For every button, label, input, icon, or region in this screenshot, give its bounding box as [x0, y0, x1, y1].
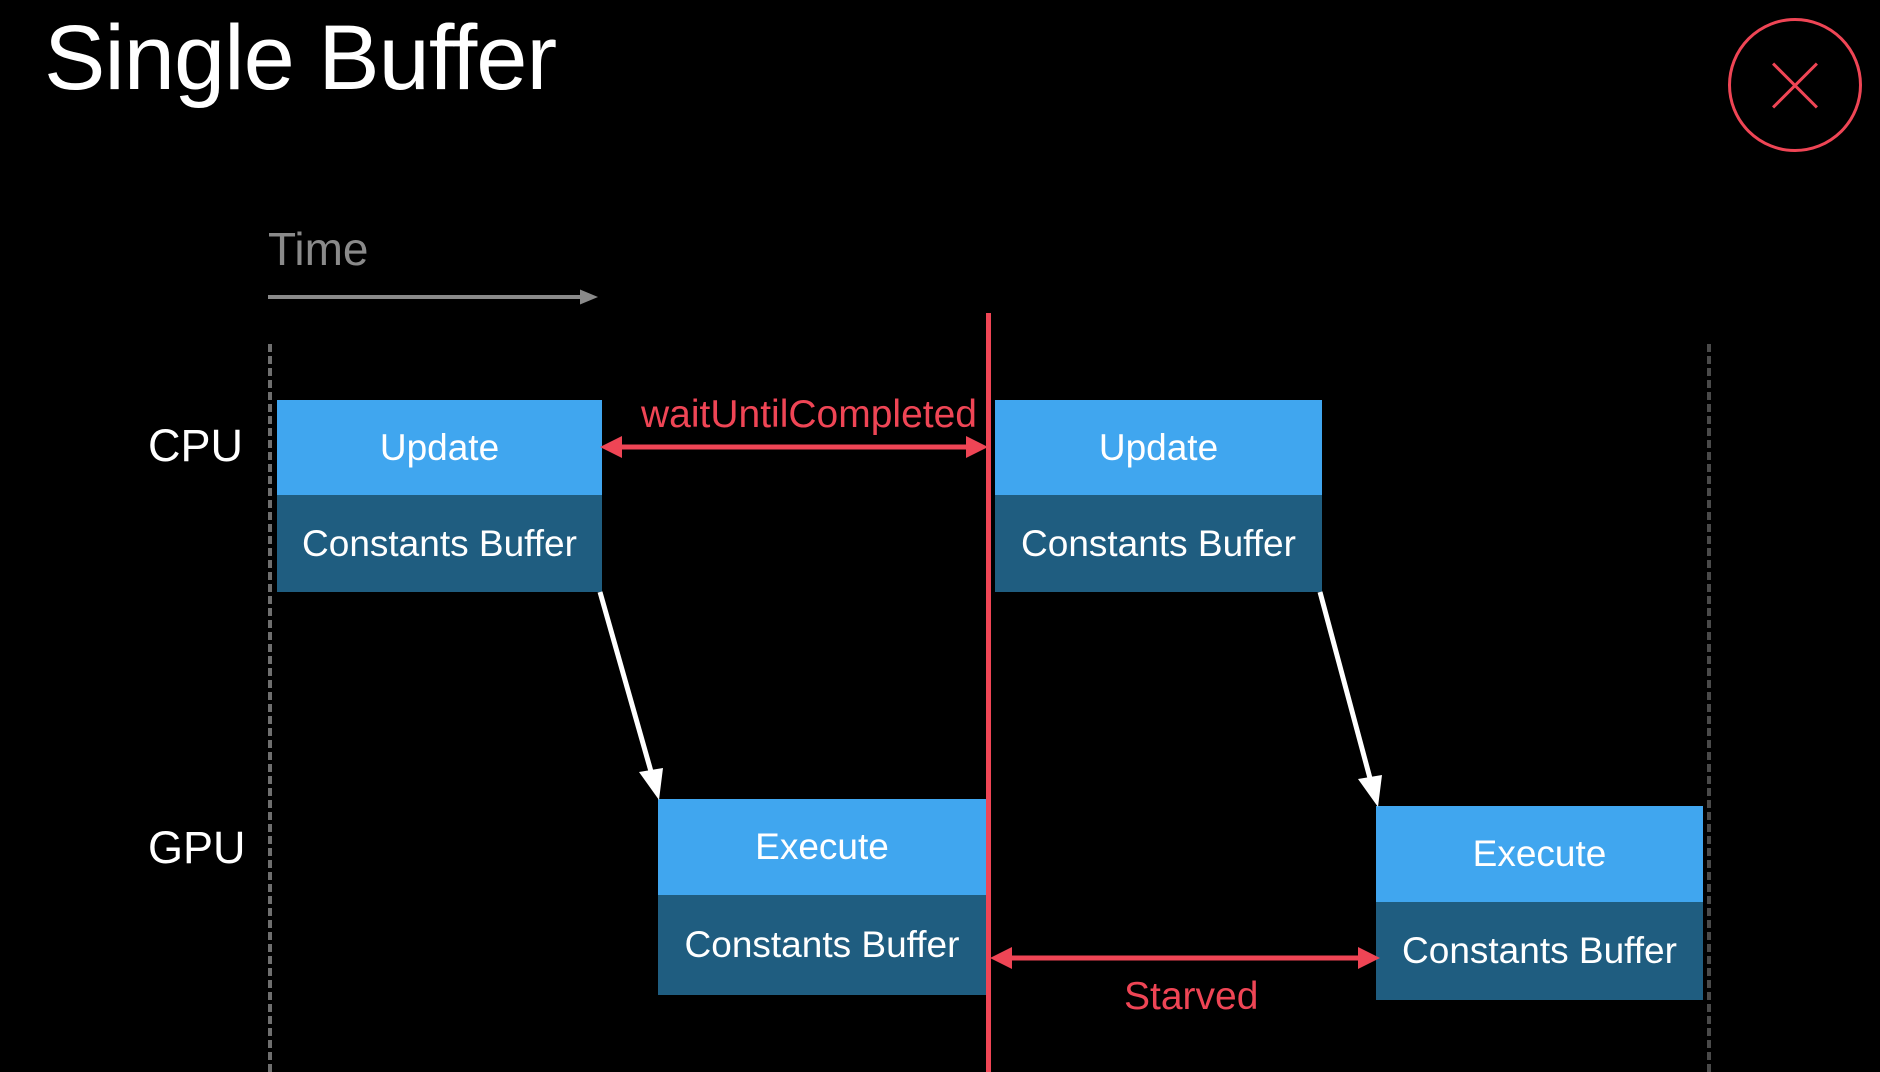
time-axis-arrow-icon [268, 289, 598, 305]
close-button[interactable] [1728, 18, 1862, 152]
cpu-block-1-constants-buffer-label: Constants Buffer [277, 495, 602, 592]
frame-boundary-dashed-right [1707, 344, 1711, 1072]
handoff-arrow-frame-2-icon [1317, 591, 1382, 807]
page-title: Single Buffer [44, 7, 557, 109]
frame-boundary-sync-line [986, 313, 991, 1072]
starved-arrow-icon [990, 947, 1380, 969]
cpu-block-2-update-label: Update [995, 400, 1322, 495]
frame-boundary-dashed-left [268, 344, 272, 1072]
gpu-work-block-frame-1[interactable]: Execute Constants Buffer [658, 799, 986, 995]
lane-label-gpu: GPU [148, 822, 246, 873]
handoff-arrow-frame-1-icon [597, 591, 663, 800]
annotation-starved: Starved [1124, 975, 1259, 1018]
wait-until-completed-arrow-icon [600, 436, 988, 458]
gpu-block-1-execute-label: Execute [658, 799, 986, 895]
gpu-block-1-constants-buffer-label: Constants Buffer [658, 895, 986, 995]
gpu-block-2-constants-buffer-label: Constants Buffer [1376, 902, 1703, 1000]
cpu-work-block-frame-2[interactable]: Update Constants Buffer [995, 400, 1322, 592]
gpu-block-2-execute-label: Execute [1376, 806, 1703, 902]
gpu-work-block-frame-2[interactable]: Execute Constants Buffer [1376, 806, 1703, 1000]
cpu-block-1-update-label: Update [277, 400, 602, 495]
annotation-wait-until-completed: waitUntilCompleted [641, 393, 977, 436]
cpu-work-block-frame-1[interactable]: Update Constants Buffer [277, 400, 602, 592]
time-axis-label: Time [268, 223, 369, 275]
cpu-block-2-constants-buffer-label: Constants Buffer [995, 495, 1322, 592]
lane-label-cpu: CPU [148, 420, 244, 471]
